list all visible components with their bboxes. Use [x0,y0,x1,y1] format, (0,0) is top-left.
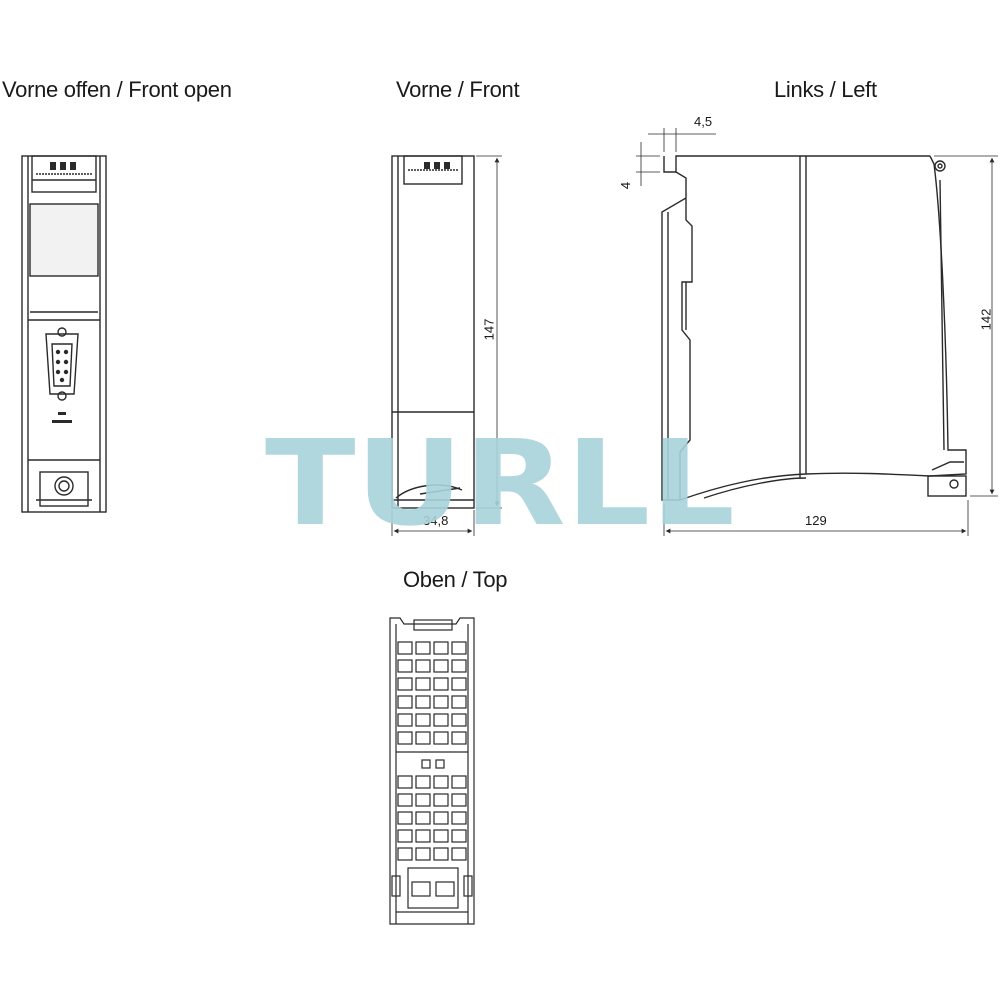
left-title: Links / Left [774,77,877,102]
top-body-outline [389,617,475,925]
left-top-edge [663,155,930,173]
db9-connector-shell [45,333,79,395]
front-height-label: 147 [481,318,497,341]
left-front-profile [661,171,693,501]
left-height-label: 142 [978,308,994,331]
front-open-title: Vorne offen / Front open [2,77,232,102]
watermark-text: TURLL [265,432,735,532]
left-bottom-curve [679,472,931,501]
left-top-gap-label: 4 [618,181,634,190]
front-open-bottom-latch [39,471,89,507]
left-top-offset-label: 4,5 [694,114,713,129]
top-vent-grid-lower [397,775,467,861]
left-depth-label: 129 [805,513,827,528]
top-view [389,617,475,925]
top-title: Oben / Top [403,567,508,592]
front-bottom-latch [395,484,463,499]
turll-watermark: TURLL [265,432,735,532]
left-rear-edge [929,155,967,477]
top-vent-grid-upper [397,641,467,745]
front-label-plate [403,155,463,185]
front-open-top-clip [31,155,97,193]
left-view [636,128,998,536]
front-view [391,155,502,536]
front-open-view [21,155,107,513]
front-width-label: 34,8 [423,513,449,528]
front-open-display [29,203,99,277]
front-title: Vorne / Front [396,77,520,102]
